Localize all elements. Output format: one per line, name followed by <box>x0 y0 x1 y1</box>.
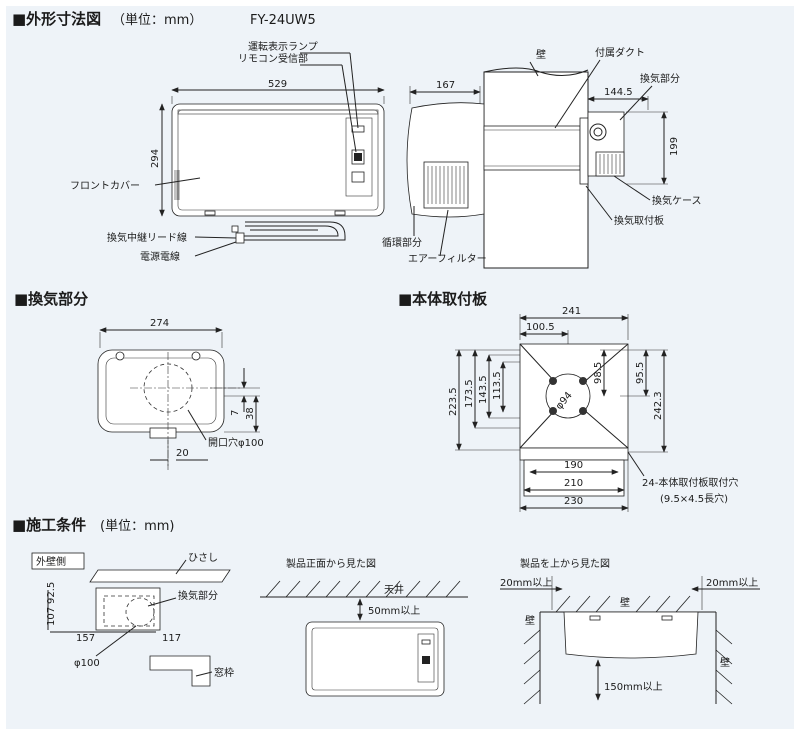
label-power-cord: 電源電線 <box>140 250 180 263</box>
label-wall-right: 壁 <box>720 656 730 669</box>
label-wall: 壁 <box>536 48 546 61</box>
label-circulation: 循環部分 <box>382 236 422 249</box>
dim-side-depth: 167 <box>436 80 455 91</box>
dim-plate-190: 190 <box>564 460 583 471</box>
label-mount-plate: 換気取付板 <box>614 214 664 227</box>
label-holes-size: (9.5×4.5長穴) <box>660 492 728 505</box>
label-relay-lead: 換気中継リード線 <box>107 231 187 244</box>
dim-plate-955: 95.5 <box>635 362 646 384</box>
dim-left-clearance: 20mm以上 <box>500 577 552 589</box>
dim-vent-height: 199 <box>669 137 680 156</box>
top-clearance-view: 製品を上から見た図 20mm以上 20mm以上 壁 壁 壁 <box>500 557 760 705</box>
label-front-cover: フロントカバー <box>70 180 140 192</box>
dim-front-clearance: 150mm以上 <box>604 681 663 693</box>
dim-ext-157: 157 <box>76 633 95 644</box>
dim-plate-230: 230 <box>564 496 583 507</box>
install-section-unit: (単位：mm) <box>100 518 174 534</box>
label-wall-top: 壁 <box>620 596 630 609</box>
dim-ext-107: 107 <box>46 607 57 626</box>
dim-plate-1005: 100.5 <box>526 322 555 333</box>
label-eaves: ひさし <box>188 552 218 564</box>
dim-right-clearance: 20mm以上 <box>706 577 758 589</box>
dim-vent-38: 38 <box>245 407 256 420</box>
dim-vent-7: 7 <box>230 410 241 416</box>
front-view: 529 294 運転表示ランプ リモコン受信部 フロントカバー <box>70 40 385 263</box>
dim-vent-width: 144.5 <box>604 87 633 98</box>
dim-plate-1735: 173.5 <box>464 379 475 408</box>
dim-ext-117: 117 <box>162 633 181 644</box>
dim-plate-210: 210 <box>564 478 583 489</box>
dim-plate-2423: 242.3 <box>653 391 664 420</box>
plate-section-title: ■本体取付板 <box>398 290 488 308</box>
dim-front-height: 294 <box>150 149 161 168</box>
side-view: 167 13 壁 <box>382 46 702 269</box>
install-section-title: ■施工条件 <box>12 516 86 534</box>
exterior-tag: 外壁側 <box>36 555 66 568</box>
dim-ext-phi100: φ100 <box>74 658 100 669</box>
label-vent-part: 換気部分 <box>640 72 680 85</box>
dim-plate-241: 241 <box>562 306 581 317</box>
front-clearance-view: 製品正面から見た図 天井 50mm以上 <box>260 557 468 697</box>
dim-ceiling-clearance: 50mm以上 <box>368 605 420 617</box>
label-vent-exterior: 換気部分 <box>178 589 218 602</box>
vent-section: ■換気部分 274 7 38 20 開口穴φ100 <box>14 290 264 470</box>
dim-vent-20: 20 <box>176 448 189 459</box>
label-window: 窓枠 <box>214 666 234 679</box>
label-opening: 開口穴φ100 <box>208 436 264 449</box>
label-holes: 24-本体取付板取付穴 <box>642 476 738 489</box>
label-duct: 付属ダクト <box>595 46 645 59</box>
dim-plate-985: 98.5 <box>593 362 604 384</box>
label-wall-left: 壁 <box>525 614 535 627</box>
model-number: FY-24UW5 <box>250 13 316 28</box>
label-lamp: 運転表示ランプ <box>248 40 318 53</box>
front-view-title: 製品正面から見た図 <box>286 557 376 570</box>
drawing-unit: （単位：mm） <box>112 12 202 28</box>
label-ceiling: 天井 <box>384 583 404 596</box>
dim-plate-2235: 223.5 <box>448 387 459 416</box>
label-receiver: リモコン受信部 <box>238 52 308 65</box>
dim-plate-1435: 143.5 <box>478 375 489 404</box>
install-section: ■施工条件 (単位：mm) 外壁側 ひさし 換気部分 107 92.5 157 … <box>12 516 760 705</box>
dim-plate-1135: 113.5 <box>492 371 503 400</box>
dim-front-width: 529 <box>268 79 287 90</box>
drawing-title: ■外形寸法図 <box>12 10 101 28</box>
dim-vent-274: 274 <box>150 318 169 329</box>
top-view-title: 製品を上から見た図 <box>520 557 610 570</box>
label-vent-case: 換気ケース <box>652 194 702 207</box>
plate-section: ■本体取付板 241 100.5 φ94 223.5 173.5 143.5 <box>398 290 738 512</box>
label-air-filter: エアーフィルター <box>408 253 487 265</box>
vent-section-title: ■換気部分 <box>14 290 88 308</box>
exterior-view: 外壁側 ひさし 換気部分 107 92.5 157 117 φ100 窓枠 <box>31 552 234 687</box>
dim-ext-925: 92.5 <box>46 582 57 604</box>
